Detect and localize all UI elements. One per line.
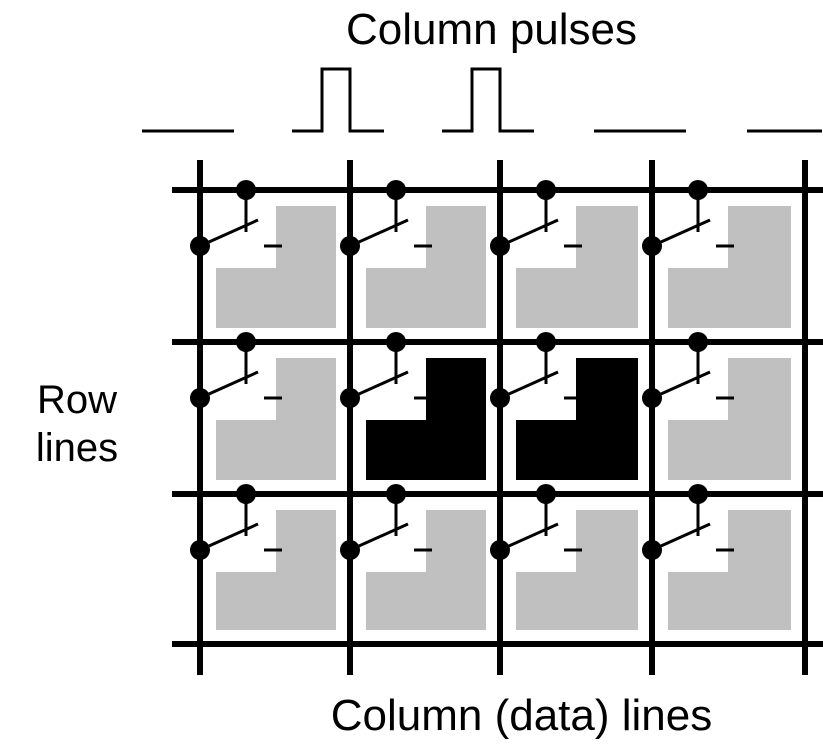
row-lines-label: Row lines	[22, 376, 132, 472]
switch-blade	[499, 218, 559, 248]
switch-blade	[651, 218, 711, 248]
pixel-electrode-on	[366, 358, 486, 480]
pixel-electrode-off	[668, 358, 791, 480]
pixel-electrode-off	[216, 206, 336, 328]
switch-blade	[349, 522, 409, 552]
switch-blade	[499, 370, 559, 400]
switch-blade	[651, 370, 711, 400]
pixel-electrode-off	[668, 510, 791, 630]
column-data-lines-label: Column (data) lines	[330, 691, 713, 740]
pixel-electrode-off	[516, 206, 638, 328]
pixel-electrode-off	[216, 510, 336, 630]
switch-blade	[199, 522, 259, 552]
pixel-electrode-off	[668, 206, 791, 328]
switch-blade	[499, 522, 559, 552]
switch-blade	[651, 522, 711, 552]
switch-blade	[199, 370, 259, 400]
pixel-electrode-off	[366, 510, 486, 630]
column-pulse-waveform	[292, 67, 384, 133]
pixel-electrode-off	[516, 510, 638, 630]
row-lines-label-line2: lines	[35, 426, 119, 470]
row-lines-label-line1: Row	[36, 378, 118, 422]
column-pulse-waveform	[442, 67, 534, 133]
pixel-electrode-off	[216, 358, 336, 480]
pixel-electrode-on	[516, 358, 638, 480]
switch-blade	[349, 218, 409, 248]
pixel-electrode-off	[366, 206, 486, 328]
switch-blade	[199, 218, 259, 248]
column-pulses-label: Column pulses	[345, 5, 638, 54]
switch-blade	[349, 370, 409, 400]
